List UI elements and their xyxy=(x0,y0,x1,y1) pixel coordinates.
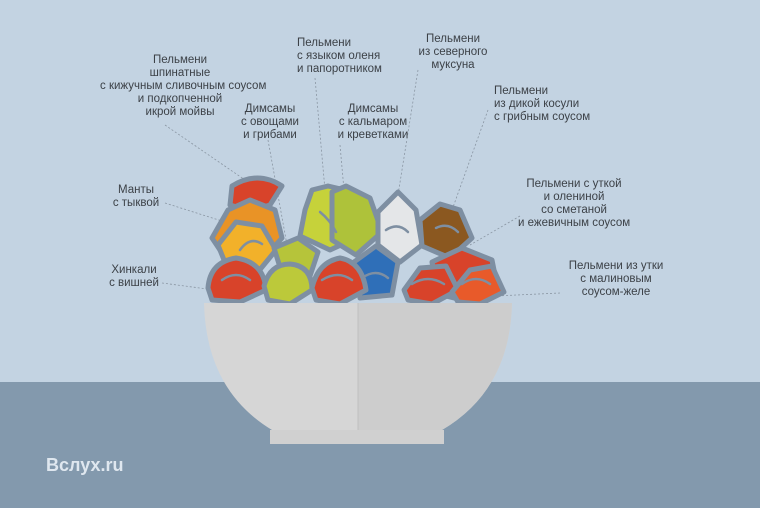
brand-logo: Вслух.ru xyxy=(46,455,124,475)
dumpling-roe-deer xyxy=(417,201,475,261)
fold-1 xyxy=(238,239,264,252)
label-dimsum-sea: Димсамы с кальмаром и креветками xyxy=(337,103,409,141)
fold-4 xyxy=(434,224,460,234)
label-roe-deer: Пельмени из дикой косули с грибным соусо… xyxy=(494,85,591,123)
dumpling-duck-raspberry xyxy=(449,263,507,307)
leader-duck-raspberry xyxy=(494,292,561,297)
label-reindeer: Пельмени с языком оленя и папоротником xyxy=(297,37,382,75)
dumpling-khinkali xyxy=(205,255,269,305)
fold-9 xyxy=(460,277,492,286)
dumpling-folds xyxy=(220,210,492,286)
label-muksun: Пельмени из северного муксуна xyxy=(418,33,488,71)
leader-roe-deer xyxy=(451,109,489,211)
bowl-shade xyxy=(358,303,512,430)
dumpling-dimsum-veg-front xyxy=(261,261,315,307)
label-khinkali: Хинкали с вишней xyxy=(109,264,159,289)
fold-3 xyxy=(384,225,410,234)
label-duck-raspberry: Пельмени из утки с малиновым соусом-желе xyxy=(568,260,664,298)
label-duck-venison: Пельмени с уткой и олениной со сметаной … xyxy=(518,178,631,229)
leader-muksun xyxy=(397,69,419,196)
fold-7 xyxy=(410,277,446,286)
bowl xyxy=(204,303,512,444)
dumpling-reindeer-front xyxy=(309,255,369,307)
label-dimsum-veg: Димсамы с овощами и грибами xyxy=(241,103,299,141)
leader-dimsum-sea xyxy=(339,144,345,191)
label-spinach: Пельмени шпинатные с кижучным сливочным … xyxy=(100,54,267,118)
leader-duck-venison xyxy=(469,215,521,246)
leader-reindeer xyxy=(314,77,326,191)
leader-spinach xyxy=(164,124,249,183)
fold-5 xyxy=(220,273,252,282)
bowl-foot xyxy=(270,430,444,444)
fold-6 xyxy=(320,273,354,282)
label-manti: Манты с тыквой xyxy=(112,184,160,209)
fold-8 xyxy=(360,271,390,280)
leader-lines xyxy=(161,69,561,297)
leader-manti xyxy=(164,202,226,223)
fold-2 xyxy=(318,210,338,234)
